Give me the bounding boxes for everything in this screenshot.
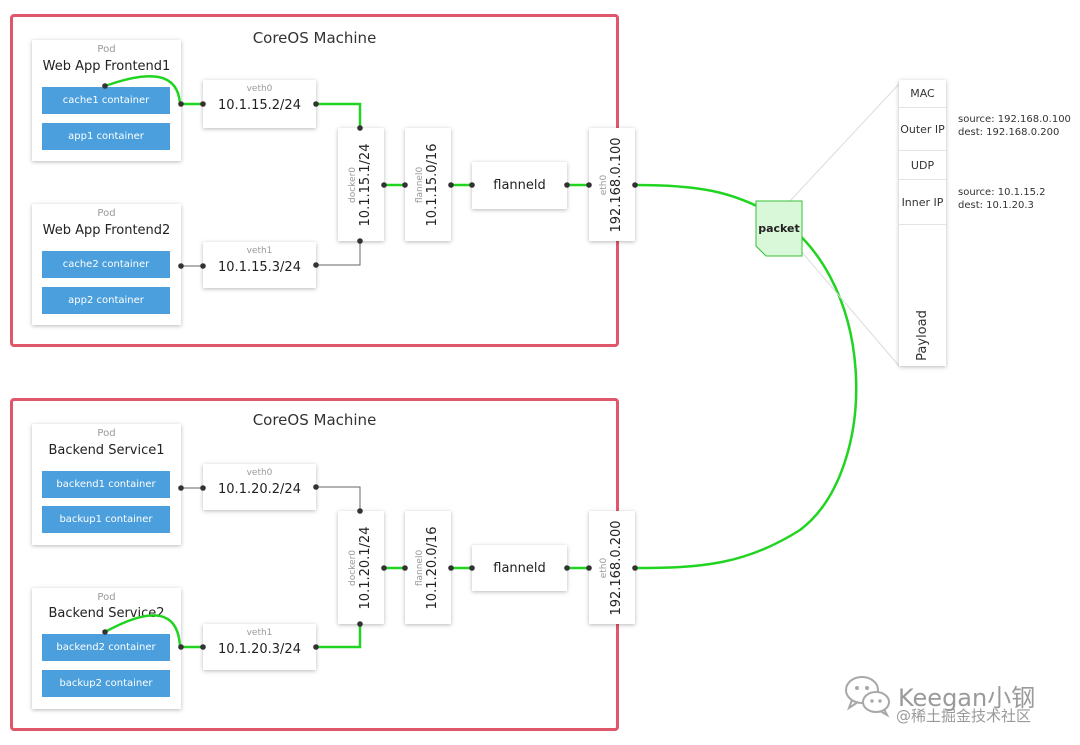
layer-mac: MAC [899, 80, 946, 108]
eth0-interface[interactable]: eth0 192.168.0.200 [589, 511, 635, 624]
flanneld-label: flanneld [493, 560, 546, 576]
eth0-interface[interactable]: eth0 192.168.0.100 [589, 128, 635, 241]
pod-web-app-frontend1[interactable]: Pod Web App Frontend1 cache1 container a… [32, 40, 181, 161]
flanneld-daemon[interactable]: flanneld [472, 162, 567, 209]
backend1-container[interactable]: backend1 container [42, 471, 170, 498]
watermark-platform: @稀土掘金技术社区 [896, 707, 1032, 725]
backend2-container[interactable]: backend2 container [42, 634, 170, 661]
connection-dots [102, 83, 638, 650]
docker0-bridge[interactable]: docker0 10.1.20.1/24 [338, 511, 384, 624]
pod-web-app-frontend2[interactable]: Pod Web App Frontend2 cache2 container a… [32, 204, 181, 325]
veth1-interface[interactable]: veth1 10.1.20.3/24 [203, 624, 316, 670]
layer-udp: UDP [899, 151, 946, 180]
backup1-container[interactable]: backup1 container [42, 506, 170, 533]
machine-title: CoreOS Machine [252, 411, 377, 429]
cache1-container[interactable]: cache1 container [42, 87, 170, 114]
pod-name: Backend Service1 [48, 443, 165, 458]
backup2-container[interactable]: backup2 container [42, 670, 170, 697]
layer-inner-ip: Inner IP [899, 180, 946, 225]
machine-title: CoreOS Machine [252, 29, 377, 47]
pod-name: Web App Frontend2 [42, 223, 171, 238]
watermark-author: Keegan小钢 [898, 684, 1036, 712]
veth-caption: veth0 [246, 84, 273, 94]
link-veth1-docker0 [316, 624, 362, 649]
veth0-interface[interactable]: veth0 10.1.20.2/24 [203, 464, 316, 510]
layer-outer-ip: Outer IP [899, 108, 946, 151]
flanneld-label: flanneld [493, 178, 546, 193]
packet-label: packet [758, 222, 800, 235]
pod-caption: Pod [97, 428, 116, 439]
payload-label: Payload [915, 310, 931, 361]
veth-ip: 10.1.15.3/24 [218, 260, 301, 275]
pod-caption: Pod [97, 208, 116, 219]
app1-container[interactable]: app1 container [42, 123, 170, 150]
inner-ip-dest: dest: 10.1.20.3 [958, 200, 1034, 211]
veth-caption: veth1 [246, 246, 273, 256]
overlay-link-eth0-to-eth0 [634, 183, 858, 570]
link-veth1-docker0 [316, 241, 361, 266]
pod-name: Web App Frontend1 [42, 59, 171, 74]
veth-caption: veth1 [246, 628, 273, 638]
cache2-container[interactable]: cache2 container [42, 251, 170, 278]
pod-caption: Pod [97, 44, 116, 55]
packet-layer-stack: MAC Outer IP UDP Inner IP Payload [899, 80, 946, 366]
flannel0-interface[interactable]: flannel0 10.1.20.0/16 [405, 511, 451, 624]
link-cache1-veth0 [104, 75, 203, 106]
flannel0-interface[interactable]: flannel0 10.1.15.0/16 [405, 128, 451, 241]
zoom-guide-top [789, 83, 900, 202]
layer-payload: Payload [899, 305, 946, 366]
link-veth0-docker0 [316, 102, 362, 128]
pod-caption: Pod [97, 592, 116, 603]
outer-ip-dest: dest: 192.168.0.200 [958, 127, 1060, 138]
packet-shape [755, 200, 803, 257]
veth-caption: veth0 [246, 468, 273, 478]
veth0-interface[interactable]: veth0 10.1.15.2/24 [203, 80, 316, 128]
inner-ip-note: source: 10.1.15.2 dest: 10.1.20.3 [958, 186, 1045, 212]
veth-ip: 10.1.20.3/24 [218, 642, 301, 657]
veth-ip: 10.1.15.2/24 [218, 98, 301, 113]
app2-container[interactable]: app2 container [42, 287, 170, 314]
outer-ip-note: source: 192.168.0.100 dest: 192.168.0.20… [958, 113, 1071, 139]
wechat-icon [845, 676, 890, 718]
outer-ip-source: source: 192.168.0.100 [958, 114, 1071, 125]
veth1-interface[interactable]: veth1 10.1.15.3/24 [203, 242, 316, 288]
zoom-guide-bottom [799, 249, 900, 367]
veth-ip: 10.1.20.2/24 [218, 482, 301, 497]
inner-ip-source: source: 10.1.15.2 [958, 187, 1046, 198]
flanneld-daemon[interactable]: flanneld [472, 545, 567, 591]
link-veth0-docker0 [316, 486, 361, 511]
docker0-bridge[interactable]: docker0 10.1.15.1/24 [338, 128, 384, 241]
pod-backend-service2[interactable]: Pod Backend Service2 backend2 container … [32, 588, 181, 709]
pod-backend-service1[interactable]: Pod Backend Service1 backend1 container … [32, 424, 181, 545]
link-backend2-veth1 [104, 614, 203, 649]
